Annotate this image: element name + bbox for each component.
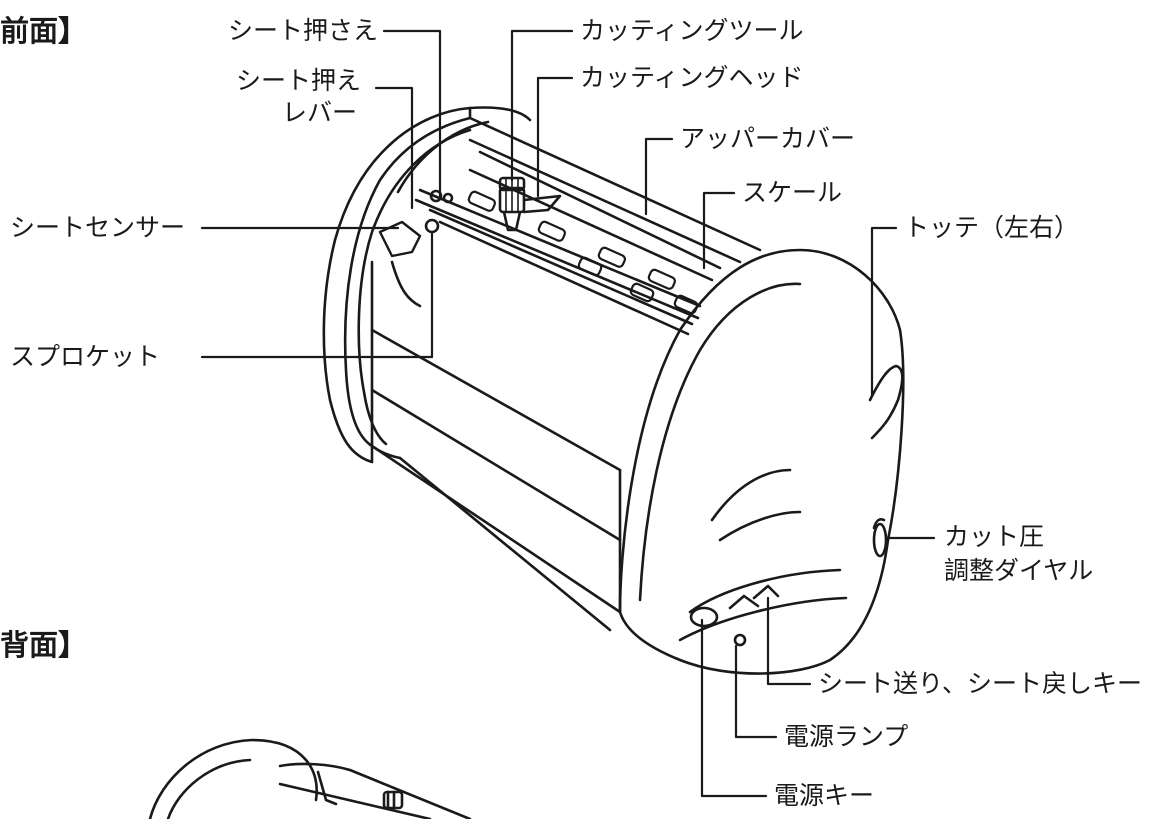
- label-sheet-presser-lever-line2: レバー: [282, 98, 358, 127]
- leader-scale: [702, 191, 736, 270]
- front-section-heading: 前面】: [0, 14, 88, 48]
- label-cut-pressure-line2: 調整ダイヤル: [944, 556, 1094, 585]
- label-handle: トッテ（左右）: [904, 213, 1080, 242]
- label-power-lamp: 電源ランプ: [784, 722, 909, 751]
- label-cutting-head: カッティングヘッド: [580, 63, 804, 92]
- label-scale: スケール: [742, 178, 843, 207]
- label-cutting-tool: カッティングツール: [580, 16, 804, 45]
- leader-cutting-tool: [510, 29, 574, 182]
- label-sheet-presser-lever-line1: シート押え: [236, 66, 362, 95]
- leader-sheet-presser: [382, 29, 442, 200]
- leader-sprocket: [200, 230, 434, 359]
- leader-power-lamp: [734, 644, 778, 739]
- label-feed-keys: シート送り、シート戻しキー: [818, 669, 1143, 698]
- leader-handle: [870, 226, 898, 398]
- leader-power-key: [700, 618, 768, 798]
- leader-cutting-head: [536, 76, 574, 198]
- leader-upper-cover: [644, 137, 674, 216]
- leader-sheet-presser-lever: [374, 86, 414, 210]
- label-cut-pressure-line1: カット圧: [944, 522, 1045, 551]
- label-sprocket: スプロケット: [10, 342, 161, 371]
- label-upper-cover: アッパーカバー: [680, 124, 856, 153]
- back-section-heading: 背面】: [0, 628, 88, 662]
- leader-feed-keys: [766, 596, 812, 686]
- machine-body: [322, 106, 905, 675]
- machine-back-view: [148, 738, 472, 819]
- label-power-key: 電源キー: [774, 781, 875, 810]
- label-sheet-presser: シート押さえ: [228, 16, 379, 45]
- leader-lines: [200, 29, 936, 798]
- label-sheet-sensor: シートセンサー: [10, 213, 186, 242]
